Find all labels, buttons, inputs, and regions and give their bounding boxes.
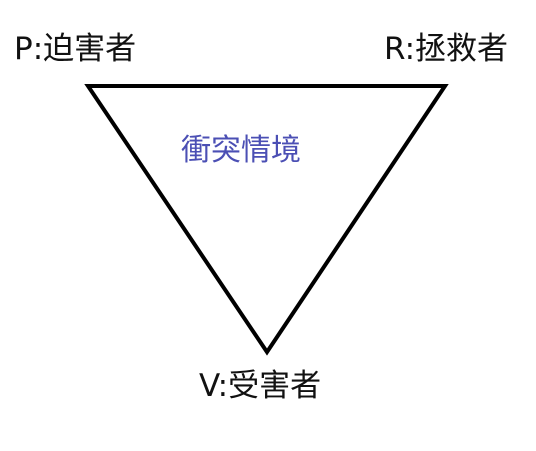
persecutor-label: P:迫害者 bbox=[14, 31, 137, 67]
victim-label: V:受害者 bbox=[199, 368, 322, 404]
inverted-triangle bbox=[84, 84, 449, 356]
conflict-situation-label: 衝突情境 bbox=[181, 133, 301, 168]
rescuer-label: R:拯救者 bbox=[384, 31, 509, 67]
